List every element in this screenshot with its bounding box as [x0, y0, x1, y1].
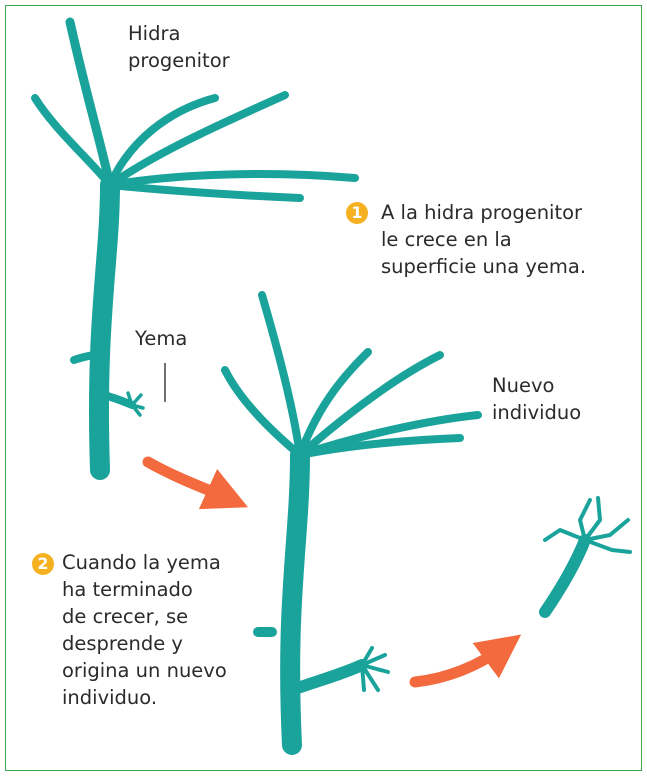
figure-frame	[5, 5, 642, 771]
step-2-line-4: desprende y	[62, 632, 183, 655]
step-1-badge: 1	[346, 202, 368, 224]
new-individual-label-line-1: Nuevo	[492, 374, 555, 397]
parent-hydra	[31, 17, 359, 480]
new-hydra	[539, 496, 632, 618]
step-2-line-2: ha terminado	[62, 578, 193, 601]
step-2-line-6: individuo.	[62, 686, 158, 709]
parent-label-line-1: Hidra	[128, 22, 181, 45]
step-2-line-1: Cuando la yema	[62, 551, 221, 574]
step-2-line-3: de crecer, se	[62, 605, 189, 628]
arrow-1	[142, 456, 249, 510]
step-2-text: Cuando la yema ha terminado de crecer, s…	[62, 549, 227, 711]
arrow-2	[409, 634, 522, 688]
parent-label-line-2: progenitor	[128, 49, 230, 72]
step-1-line-2: le crece en la	[381, 228, 512, 251]
parent-label: Hidra progenitor	[128, 20, 230, 74]
step-1-line-3: superficie una yema.	[381, 255, 587, 278]
budding-hydra	[221, 291, 482, 755]
new-individual-label-line-2: individuo	[492, 401, 582, 424]
bud-label: Yema	[135, 327, 188, 350]
step-2-line-5: origina un nuevo	[62, 659, 227, 682]
step-2-badge: 2	[32, 553, 54, 575]
step-1-text: A la hidra progenitor le crece en la sup…	[381, 199, 586, 280]
step-1-line-1: A la hidra progenitor	[381, 201, 583, 224]
new-individual-label: Nuevo individuo	[492, 372, 581, 426]
